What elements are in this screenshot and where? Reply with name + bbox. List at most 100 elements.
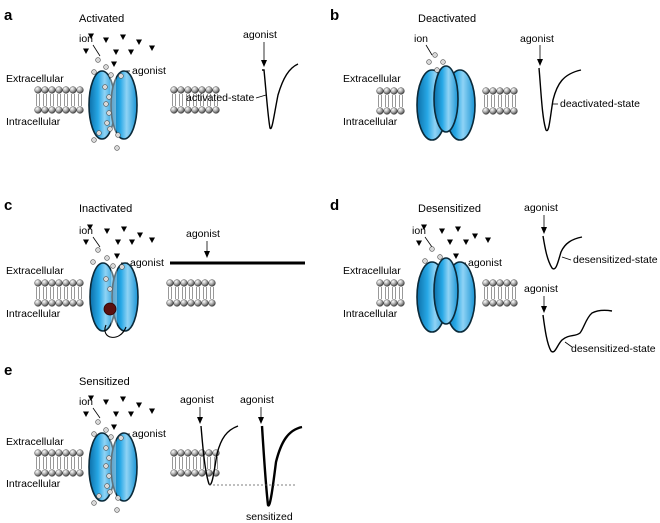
lipid-head [503,107,511,115]
lipid-head [397,299,405,307]
lipid-head [390,87,398,95]
lipid-head [55,469,63,477]
lipid-head [496,107,504,115]
panel-e-sensitized-trace [260,425,303,507]
ion-particle [107,489,113,495]
panel-c-agonist-label: agonist [130,257,164,269]
panel-e-agonist-molecules [83,395,155,430]
panel-d-ion-pointer [424,236,433,248]
ion-particle [110,263,116,269]
agonist-molecule [455,226,461,232]
lipid-head [503,279,511,287]
panel-d-agonist-label: agonist [468,257,502,269]
ion-particle [107,126,113,132]
panel-e-trace1-agonist-label: agonist [180,394,214,406]
lipid-head [510,107,518,115]
panel-a-letter: a [4,7,13,24]
panel-c-ion-pointer [92,236,101,248]
lipid-head [166,299,174,307]
panel-b-deactivated-state-label: deactivated-state [560,98,640,110]
panel-b-trace-arrowhead [537,59,543,66]
panel-c-title: Inactivated [79,203,132,215]
agonist-molecule [120,34,126,40]
agonist-molecule [453,253,459,259]
lipid-head [69,299,77,307]
lipid-head [41,279,49,287]
lipid-head [41,86,49,94]
ion-particle [119,264,125,270]
lipid-head [503,299,511,307]
lipid-head [496,279,504,287]
panel-e-agonist-label: agonist [132,428,166,440]
channel-subunit-center [433,65,459,133]
lipid-head [173,299,181,307]
ion-particle [434,67,440,73]
channel-subunit-right [110,70,138,140]
lipid-head [170,106,178,114]
panel-c-intracellular-label: Intracellular [6,308,61,320]
panel-a-agonist-label: agonist [132,65,166,77]
panel-b-extracellular-label: Extracellular [343,73,401,85]
lipid-head [69,279,77,287]
panel-d-desensitized-state-label-1: desensitized-state [573,254,658,266]
panel-d-extracellular-label: Extracellular [343,265,401,277]
agonist-molecule [137,232,143,238]
lipid-head [376,279,384,287]
ion-particle [95,247,101,253]
agonist-molecule [113,49,119,55]
lipid-head [383,279,391,287]
panel-d-trace1-agonist-label: agonist [524,202,558,214]
lipid-head [503,87,511,95]
ion-particle [91,431,97,437]
lipid-head [482,87,490,95]
lipid-head [489,299,497,307]
panel-d-channel [416,257,476,333]
ion-particle [432,52,438,58]
panel-d-trace2-agonist-label: agonist [524,283,558,295]
ion-particle [114,507,120,513]
panel-e-ion-dots [91,419,124,513]
panel-e-intracellular-label: Intracellular [6,478,61,490]
lipid-head [62,86,70,94]
lipid-head [201,279,209,287]
panel-d-intracellular-label: Intracellular [343,308,398,320]
ion-particle [103,276,109,282]
lipid-head [41,449,49,457]
agonist-molecule [113,411,119,417]
agonist-molecule [472,233,478,239]
agonist-molecule [88,33,94,39]
panel-d-letter: d [330,197,339,214]
panel-c-agonist-molecules [83,224,155,259]
channel-pore [110,437,116,497]
lipid-head [205,449,213,457]
lipid-head [201,299,209,307]
ion-particle [91,69,97,75]
channel-pore [110,75,116,135]
agonist-molecule [88,395,94,401]
lipid-head [496,299,504,307]
ion-particle [103,463,109,469]
agonist-molecule [129,239,135,245]
panel-a-title: Activated [79,13,124,25]
ion-particle [114,145,120,151]
lipid-head [55,449,63,457]
ion-particle [104,120,110,126]
lipid-head [34,469,42,477]
lipid-head [208,279,216,287]
panel-d-desensitized-state-label-2: desensitized-state [571,343,656,355]
lipid-head [510,279,518,287]
panel-e-normal-trace [200,425,239,486]
lipid-head [55,106,63,114]
agonist-molecule [128,49,134,55]
ion-particle [106,473,112,479]
lipid-head [62,449,70,457]
agonist-molecule [447,239,453,245]
lipid-head [166,279,174,287]
panel-d-state-pointer-1 [561,256,572,261]
panel-e-trace2-arrowhead [258,417,264,424]
lipid-head [76,86,84,94]
panel-a-ion-dots [91,57,124,151]
panel-b-intracellular-label: Intracellular [343,116,398,128]
lipid-head [489,279,497,287]
lipid-head [510,87,518,95]
